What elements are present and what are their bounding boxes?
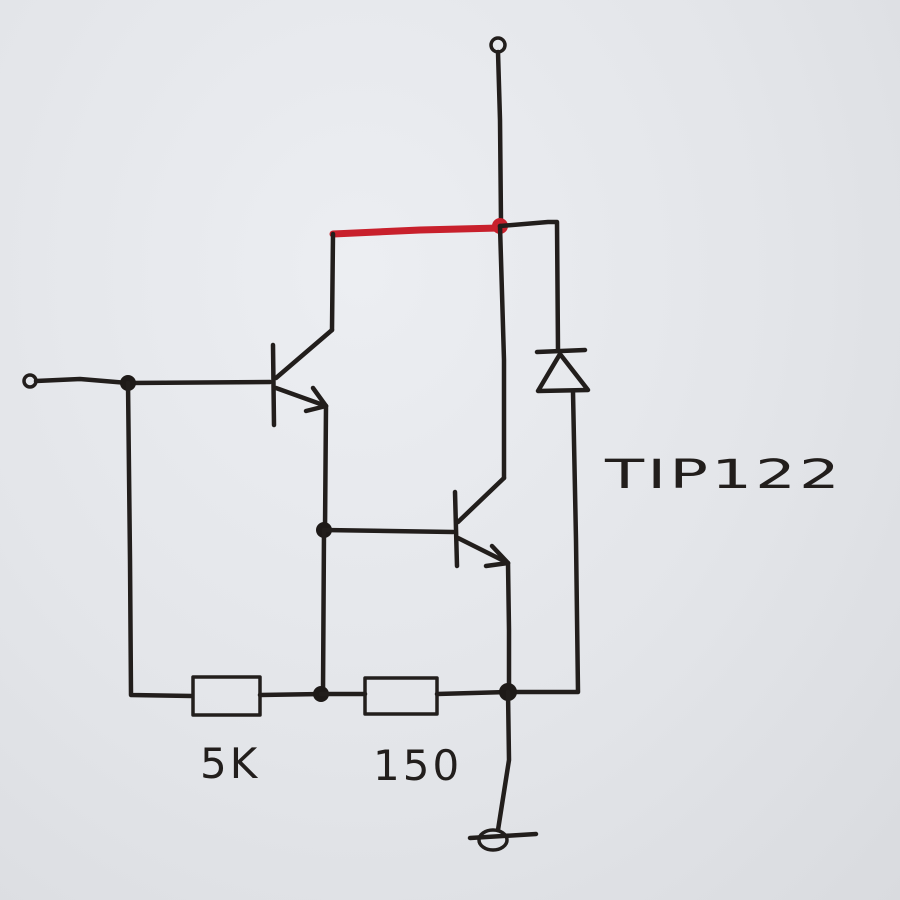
q1-emitter-leg [273, 385, 329, 409]
bottom-terminal-stroke [467, 831, 539, 841]
output-wire [495, 689, 512, 833]
q2-collector-leg [455, 475, 507, 525]
resistor-5k-body [191, 675, 262, 717]
q2-collector-wire [497, 223, 507, 481]
resistor-5k-label: 5K [200, 739, 260, 788]
q1-base-bar [270, 342, 277, 428]
q2-emitter-leg [455, 535, 511, 566]
q1-collector-leg [273, 327, 335, 381]
diode-triangle [535, 351, 591, 394]
q1-collector-wire [329, 231, 336, 333]
collector-supply-wire [495, 49, 504, 225]
diode-top-wire [497, 219, 561, 353]
part-number-label: TIP122 [603, 452, 843, 498]
input-wire [33, 376, 273, 386]
resistor-5k-right-lead [257, 691, 325, 698]
diode-bottom-wire [506, 389, 581, 695]
collector-tie-wire [329, 224, 503, 238]
flyback-diode [534, 347, 591, 394]
q1-transistor [270, 327, 335, 428]
diode-cathode-bar [534, 347, 588, 355]
bottom-terminal [477, 828, 509, 852]
resistor-150-label: 150 [373, 741, 462, 790]
resistor-150-body [363, 676, 439, 716]
q2-base-wire [321, 527, 456, 535]
q2-base-bar [452, 489, 460, 569]
left-bleed-wire [125, 380, 195, 699]
q2-emitter-wire [505, 560, 512, 695]
q1-emitter-wire [322, 403, 329, 533]
resistor-150-right-lead [434, 689, 511, 697]
mid-node-wire [320, 527, 327, 696]
q2-transistor [452, 475, 511, 569]
